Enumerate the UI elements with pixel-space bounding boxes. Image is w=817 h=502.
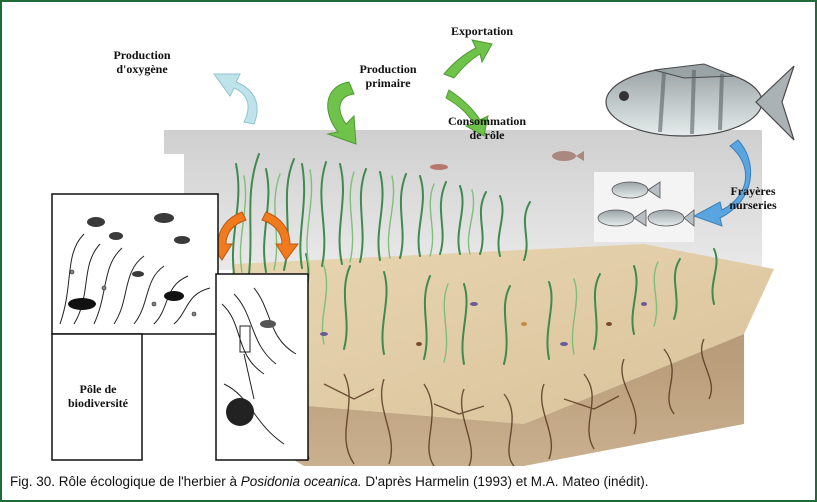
label-primary-production-line1: Production <box>348 62 428 76</box>
label-nurseries-line1: Frayères <box>708 184 798 198</box>
label-oxygen-production-line1: Production <box>102 48 182 62</box>
inset-panel-right <box>216 274 308 460</box>
oxygen-arrow <box>214 74 257 124</box>
label-exportation-text: Exportation <box>432 24 532 38</box>
figure-caption: Fig. 30. Rôle écologique de l'herbier à … <box>10 474 810 494</box>
ecology-illustration: Production d'oxygène Exportation Product… <box>4 4 813 466</box>
label-nurseries-line2: nurseries <box>708 198 798 212</box>
caption-species: Posidonia oceanica. <box>241 474 362 489</box>
label-biodiversity-line2: biodiversité <box>56 396 140 410</box>
label-biodiversity-line1: Pôle de <box>56 382 140 396</box>
caption-prefix: Fig. 30. Rôle écologique de l'herbier à <box>10 474 241 489</box>
label-nurseries: Frayères nurseries <box>708 184 798 212</box>
label-oxygen-production-line2: d'oxygène <box>102 62 182 76</box>
juvenile-fish-school <box>594 172 694 242</box>
inset-panel-left <box>52 194 218 334</box>
label-oxygen-production: Production d'oxygène <box>102 48 182 76</box>
primary-arrow-left <box>328 82 356 144</box>
label-consumption-line2: de rôle <box>432 128 542 142</box>
large-fish <box>606 64 794 140</box>
label-biodiversity: Pôle de biodiversité <box>56 382 140 410</box>
label-exportation: Exportation <box>432 24 532 38</box>
label-primary-production-line2: primaire <box>348 76 428 90</box>
caption-suffix: D'après Harmelin (1993) et M.A. Mateo (i… <box>362 474 649 489</box>
label-consumption-line1: Consommation <box>432 114 542 128</box>
label-primary-production: Production primaire <box>348 62 428 90</box>
label-consumption: Consommation de rôle <box>432 114 542 142</box>
primary-arrow-right <box>444 40 492 78</box>
